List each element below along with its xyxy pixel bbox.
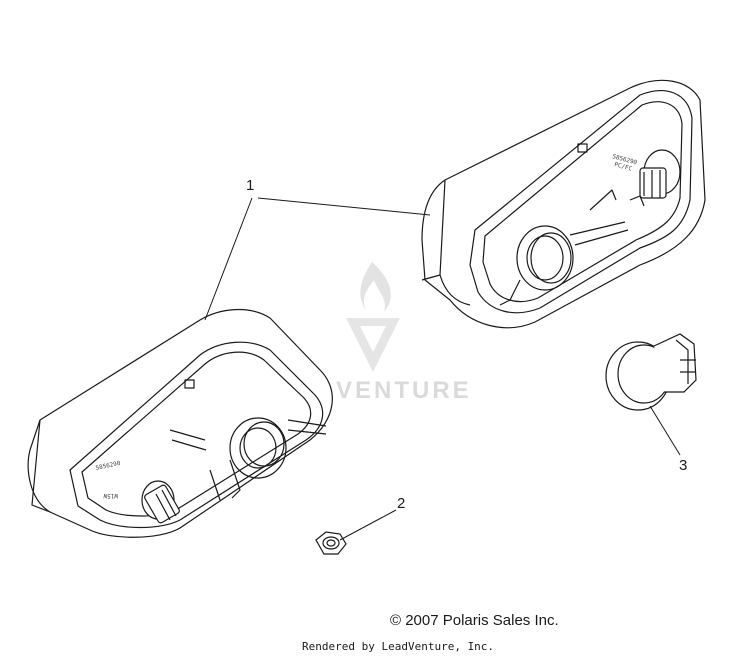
leader-line-2 (339, 509, 397, 541)
nut-part (315, 531, 347, 555)
callout-1: 1 (246, 177, 254, 194)
leader-line-1-lower (204, 197, 253, 321)
callout-3: 3 (679, 457, 687, 474)
leader-line-3 (649, 405, 681, 456)
watermark-v-icon (346, 318, 400, 372)
upper-bulb-code: PC/FC (613, 161, 633, 173)
watermark-text: VENTURE (336, 377, 472, 404)
copyright-text: © 2007 Polaris Sales Inc. (390, 612, 559, 629)
upper-tail-light (421, 79, 706, 329)
leader-line-1-upper (257, 197, 431, 216)
watermark-logo: VENTURE (336, 262, 472, 404)
bulb-socket-part (605, 333, 697, 411)
rendered-by-text: Rendered by LeadVenture, Inc. (302, 640, 495, 653)
lower-tail-light (27, 308, 333, 538)
callout-2: 2 (397, 495, 405, 512)
leader-lines (204, 197, 681, 541)
lower-bulb-code: W15W (103, 492, 118, 499)
watermark-flame-icon (360, 262, 391, 312)
